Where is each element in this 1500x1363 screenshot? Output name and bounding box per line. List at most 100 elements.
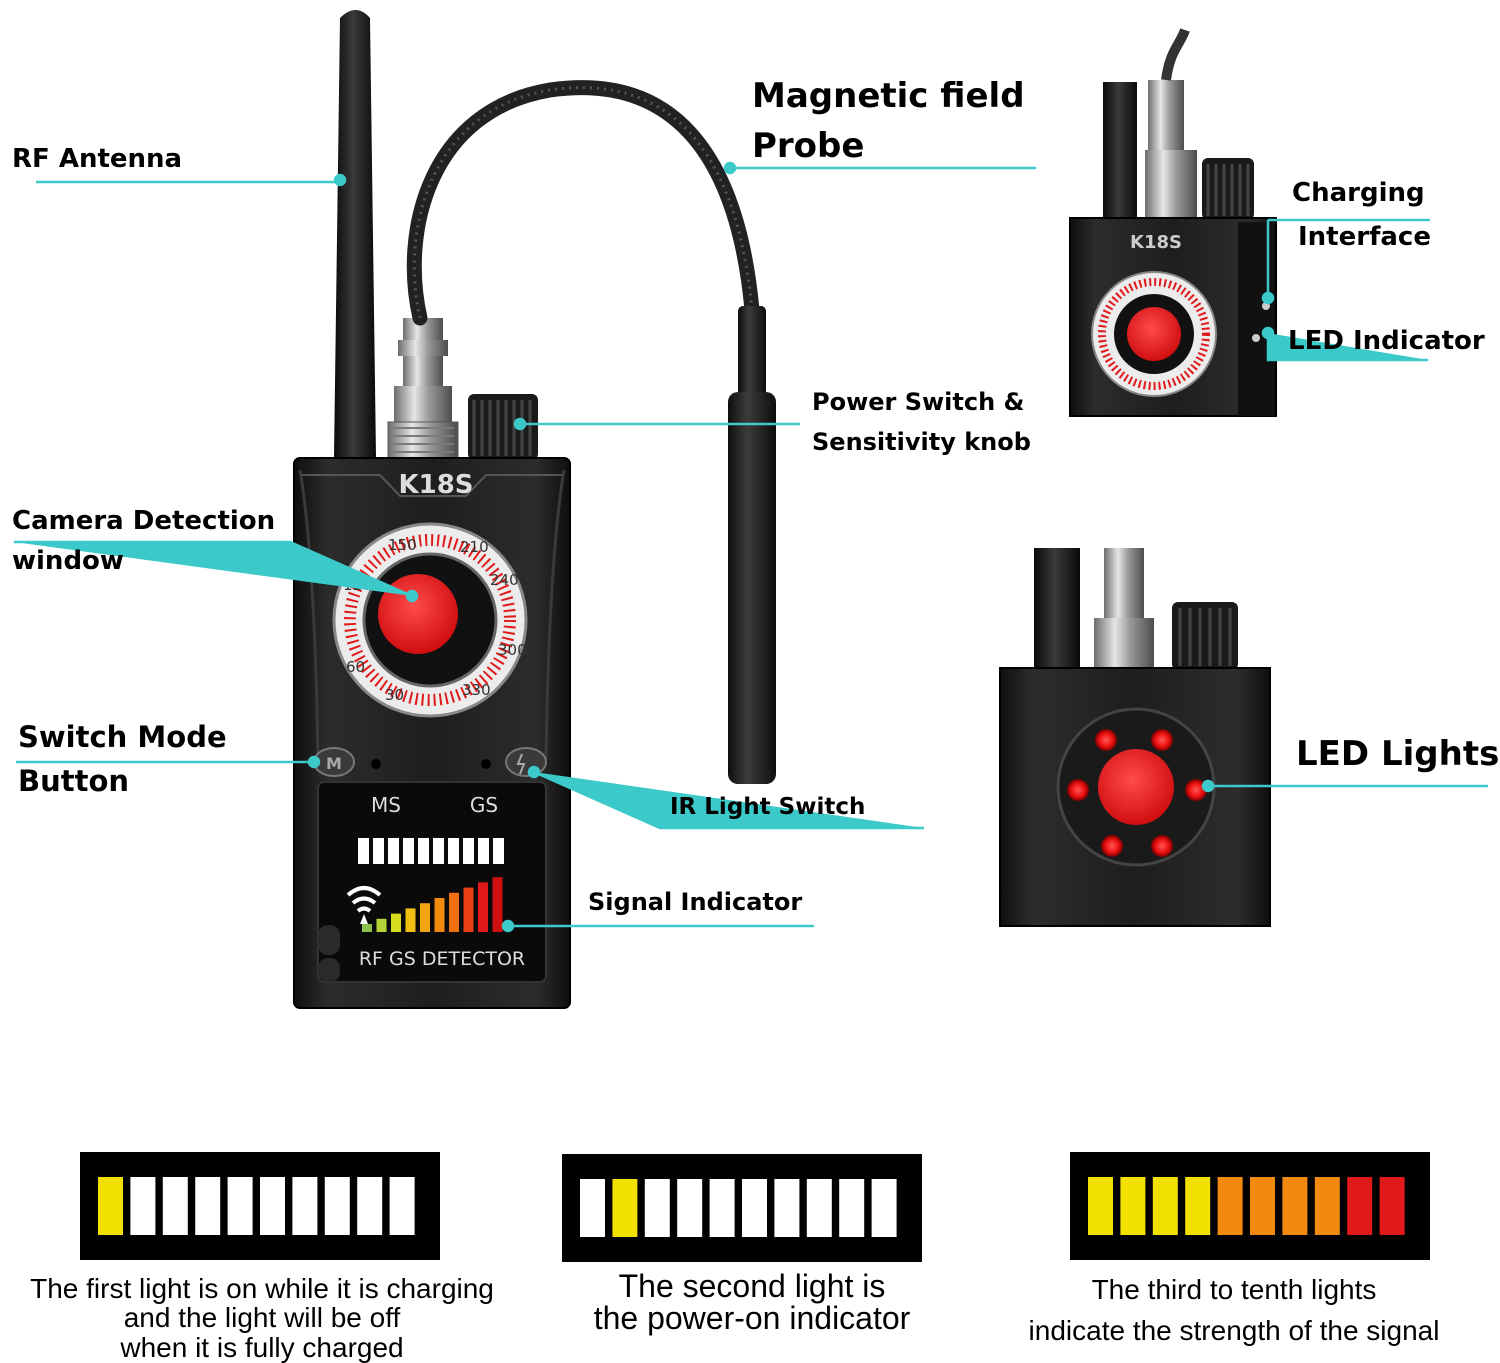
indicator-light (644, 1179, 670, 1237)
power-switch-label-line1: Power Switch & (812, 388, 1025, 416)
indicator-light (1185, 1177, 1211, 1235)
screen-bar-segment (433, 838, 444, 864)
switch-mode-label-line1: Switch Mode (18, 720, 227, 754)
screen-bar-segment (478, 838, 489, 864)
signal-strength-bar (376, 918, 387, 932)
led-indicator (1252, 334, 1260, 342)
indicator-light (806, 1179, 832, 1237)
svg-text:240: 240 (490, 571, 519, 589)
side-view-device: K18S (1069, 28, 1277, 417)
signal-strength-bars (362, 877, 503, 932)
signal-strength-bar (362, 924, 372, 932)
signal-strength-bar (449, 892, 459, 932)
indicator-light (612, 1179, 638, 1237)
screen-bar-segment (463, 838, 474, 864)
caption-panel-2: The second light is the power-on indicat… (593, 1268, 911, 1336)
svg-text:300: 300 (498, 641, 527, 659)
indicator-light (389, 1177, 415, 1235)
model-label: K18S (398, 470, 473, 500)
indicator-light (871, 1179, 897, 1237)
indicator-light (324, 1177, 350, 1235)
screen-bar-segment (448, 838, 459, 864)
screen-bar-segment (388, 838, 399, 864)
indicator-light (1152, 1177, 1178, 1235)
main-device: K18S 150 210 240 300 330 30 60 120 M (293, 10, 776, 1009)
indicator-light (1217, 1177, 1243, 1235)
indicator-light (98, 1177, 123, 1235)
center-lens (1098, 749, 1174, 825)
indicator-light (1120, 1177, 1146, 1235)
wifi-icon (346, 886, 382, 924)
signal-strength-bar (492, 877, 503, 932)
detector-name: RF GS DETECTOR (359, 948, 525, 970)
power-switch-label-line2: Sensitivity knob (812, 428, 1031, 456)
indicator-light (260, 1177, 285, 1235)
screen-bar-segment (403, 838, 414, 864)
svg-text:30: 30 (385, 686, 404, 704)
signal-strength-bar (420, 903, 430, 932)
indicator-light (774, 1179, 800, 1237)
indicator-light (742, 1179, 767, 1237)
screen-bar-segment (373, 838, 384, 864)
indicator-light (1314, 1177, 1340, 1235)
switch-mode-label-line2: Button (18, 764, 130, 798)
indicator-light (1250, 1177, 1275, 1235)
camera-detection-label-line2: window (12, 546, 124, 576)
signal-strength-bar (434, 898, 445, 932)
indicator-light (1379, 1177, 1405, 1235)
bar-panel-3 (1070, 1152, 1430, 1260)
indicator-light (162, 1177, 188, 1235)
signal-strength-bar (405, 908, 416, 932)
caption-panel-3: The third to tenth lights indicate the s… (1028, 1274, 1440, 1346)
indicator-light (709, 1179, 735, 1237)
probe-connector (387, 318, 459, 461)
indicator-light (1282, 1177, 1308, 1235)
signal-indicator-screen: MS GS RF GS DETECTOR (317, 781, 547, 983)
indicator-light (580, 1179, 605, 1237)
charging-label-line2: Interface (1298, 222, 1431, 252)
screen-bar-segment (493, 838, 504, 864)
svg-text:K18S: K18S (1130, 232, 1182, 253)
svg-text:330: 330 (462, 681, 491, 699)
indicator-light (292, 1177, 318, 1235)
screen-bar-segment (358, 838, 369, 864)
caption-panel-1: The first light is on while it is chargi… (30, 1273, 494, 1363)
ir-light-switch-label: IR Light Switch (670, 794, 866, 820)
led-view-device (999, 548, 1271, 927)
bar-panel-2 (562, 1154, 922, 1262)
camera-detection-window: 150 210 240 300 330 30 60 120 (332, 522, 528, 718)
callout-lines (14, 161, 1488, 933)
led-indicator-label: LED Indicator (1288, 326, 1485, 356)
mode-gs-label: GS (470, 793, 498, 817)
screen-bar-row (358, 838, 504, 864)
svg-text:150: 150 (388, 536, 417, 554)
screen-bar-segment (418, 838, 429, 864)
svg-text:210: 210 (460, 538, 489, 556)
bar-panel-1 (80, 1152, 440, 1260)
indicator-light (195, 1177, 221, 1235)
indicator-light (227, 1177, 253, 1235)
charging-label-line1: Charging (1292, 178, 1425, 208)
rf-antenna-label: RF Antenna (12, 144, 183, 174)
sensitivity-knob (468, 394, 538, 460)
ir-led-lights (1067, 729, 1207, 857)
indicator-light (357, 1177, 383, 1235)
led-lights-label: LED Lights (1296, 734, 1500, 774)
indicator-light (677, 1179, 703, 1237)
indicator-light (1088, 1177, 1113, 1235)
indicator-light (130, 1177, 156, 1235)
magnetic-field-label-line1: Magnetic field (752, 76, 1025, 116)
signal-indicator-label: Signal Indicator (588, 888, 803, 916)
camera-detection-label-line1: Camera Detection (12, 506, 276, 536)
indicator-light (839, 1179, 865, 1237)
signal-strength-bar (463, 887, 474, 932)
signal-strength-bar (391, 913, 401, 932)
switch-mode-button[interactable]: M (313, 747, 355, 777)
side-view-lens (1127, 307, 1181, 361)
mode-ms-label: MS (371, 793, 401, 817)
rf-antenna (334, 10, 376, 458)
magnetic-field-label-line2: Probe (752, 126, 865, 166)
magnetic-field-probe-cable (406, 80, 760, 326)
signal-strength-bar (478, 882, 488, 932)
